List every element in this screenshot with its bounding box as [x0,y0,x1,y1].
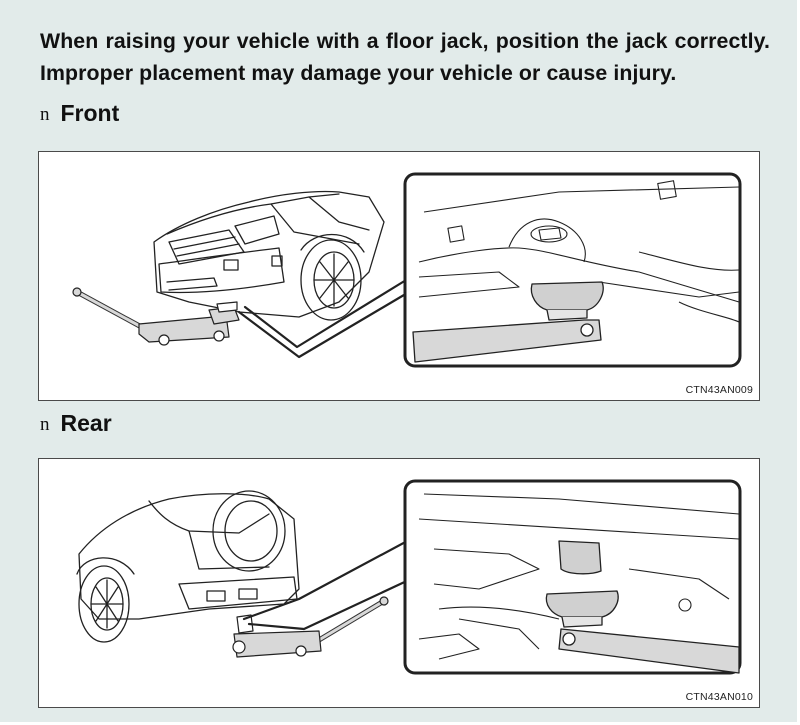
rear-callout-line [242,537,413,631]
front-heading: n Front [40,100,119,127]
rear-wheel [76,557,135,643]
front-bumper [158,247,285,294]
front-jack-saddle [412,281,604,363]
front-jack-figure: CTN43AN009 [38,151,760,401]
rear-detail-inset [403,479,742,675]
rear-figure-code: CTN43AN010 [685,691,753,703]
front-detail-inset [403,172,742,368]
rear-jack-illustration [76,479,742,675]
bullet-marker: n [40,104,50,125]
rear-jack-point [545,540,740,674]
intro-paragraph: When raising your vehicle with a floor j… [40,29,770,85]
rear-floor-jack [232,596,389,658]
front-callout-line [237,275,413,359]
front-wheel [300,233,365,321]
rear-heading-label: Rear [60,410,112,436]
rear-car-body [78,493,300,620]
front-floor-jack [72,287,240,346]
front-figure-code: CTN43AN009 [685,384,753,396]
bullet-marker: n [40,414,50,435]
rear-jack-figure: CTN43AN010 [38,458,760,708]
rear-heading: n Rear [40,410,112,437]
front-heading-label: Front [60,100,120,126]
headlight [234,215,280,245]
front-car-body [153,190,385,318]
front-grille [168,229,245,265]
spare-tire [212,490,286,572]
front-jack-illustration [72,172,742,368]
